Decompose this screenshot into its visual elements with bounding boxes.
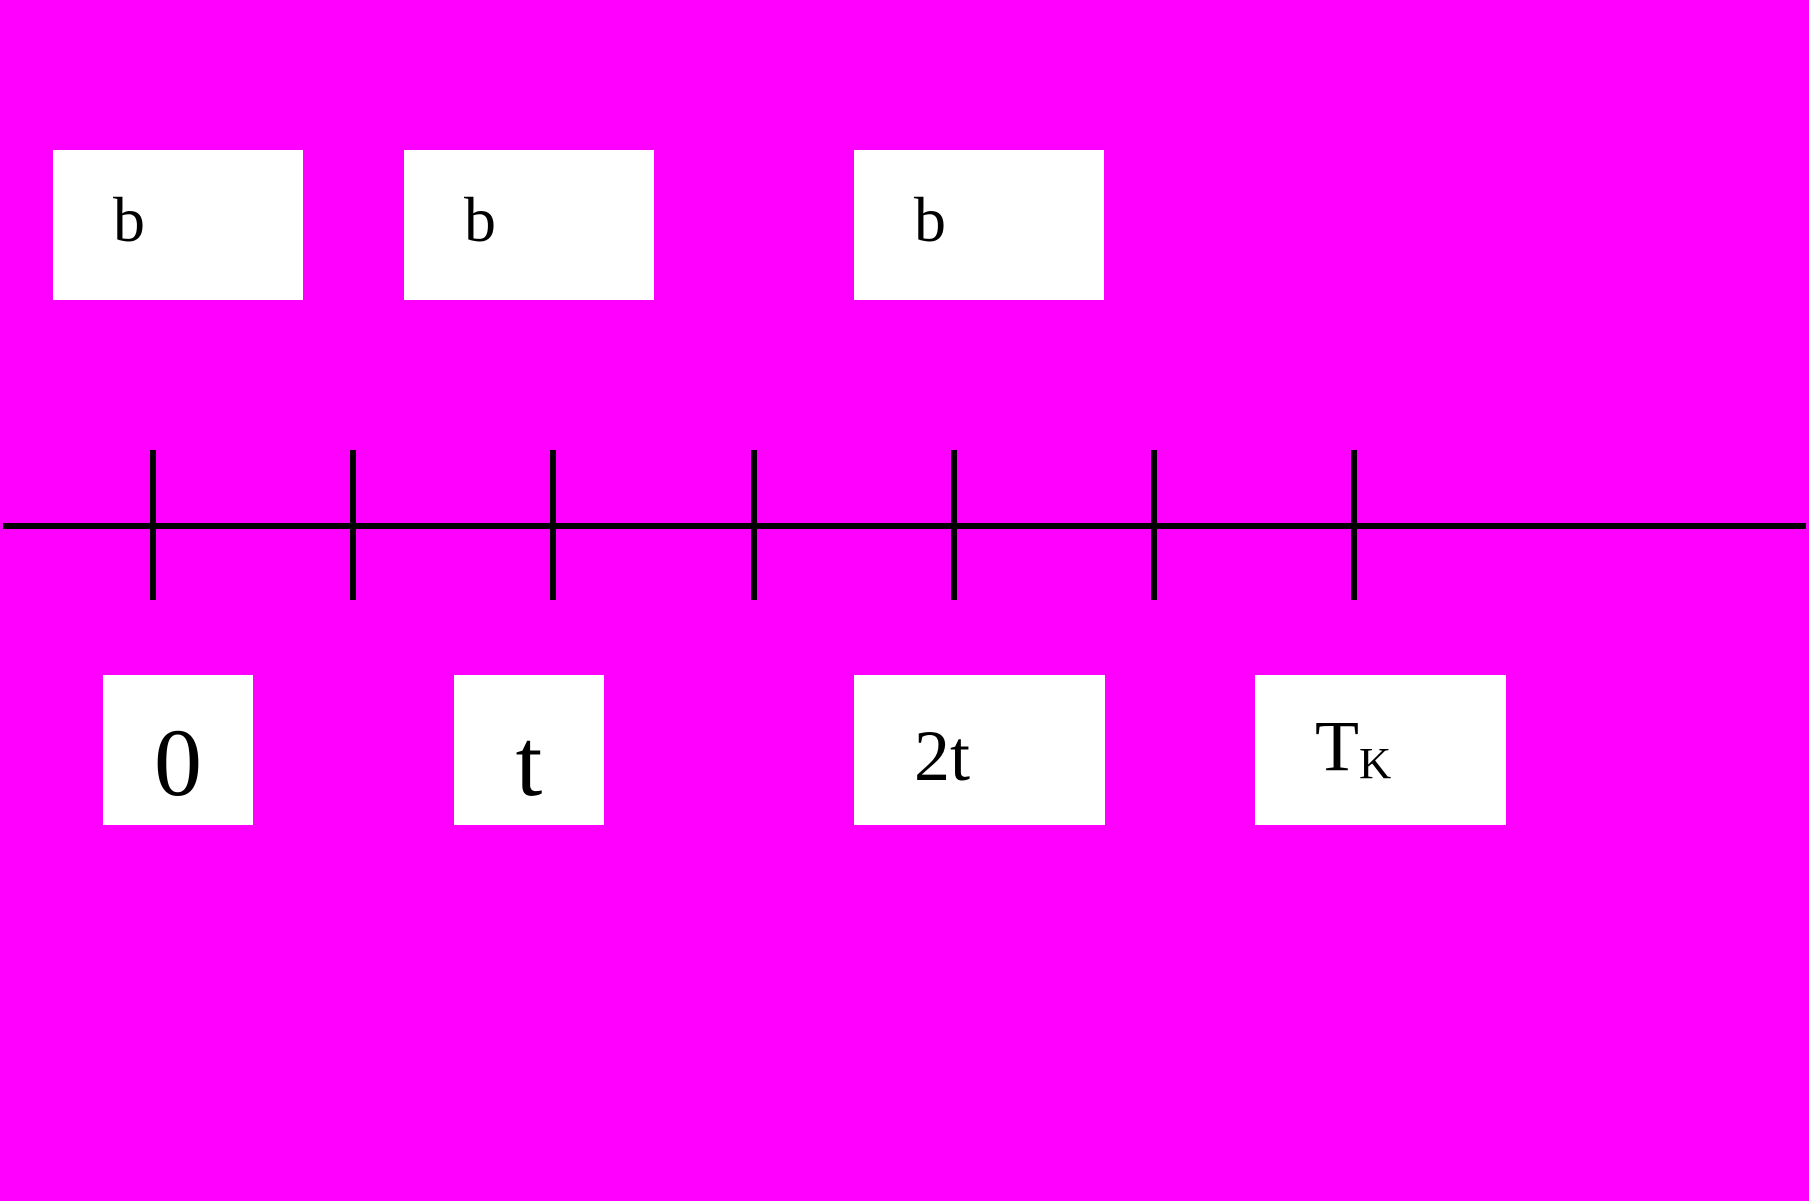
label-tk-subscript: K xyxy=(1358,738,1392,789)
label-tk-main: T xyxy=(1315,706,1359,786)
label-box-2t: 2t xyxy=(854,675,1105,825)
label-zero: 0 xyxy=(154,709,202,816)
label-b-2: b xyxy=(464,184,496,255)
label-box-b-3: b xyxy=(854,150,1104,300)
label-box-b-2: b xyxy=(404,150,654,300)
label-box-t: t xyxy=(454,675,604,825)
label-box-tk: TK xyxy=(1255,675,1506,825)
label-t: t xyxy=(515,709,543,816)
label-2t: 2t xyxy=(914,716,971,796)
label-box-zero: 0 xyxy=(103,675,253,825)
label-b-3: b xyxy=(914,184,946,255)
axis-ticks xyxy=(150,450,1357,600)
label-box-b-1: b xyxy=(53,150,303,300)
label-b-1: b xyxy=(113,184,145,255)
